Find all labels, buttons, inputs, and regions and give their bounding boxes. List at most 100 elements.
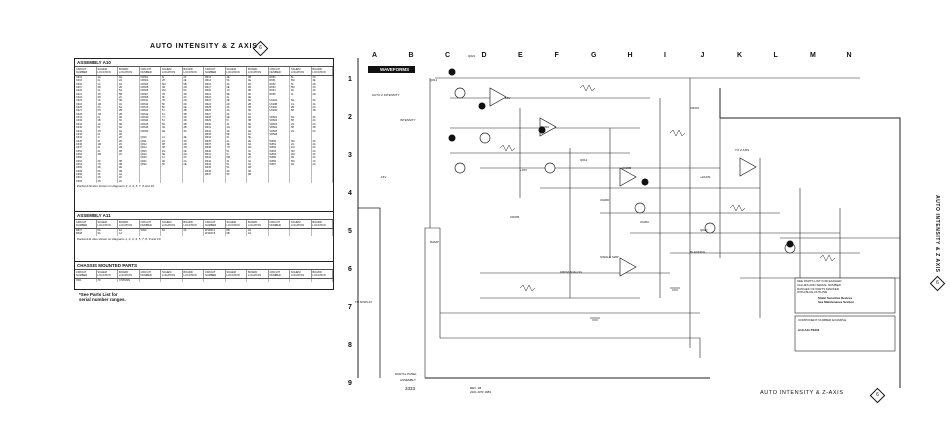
table-cell: R655 (269, 92, 276, 96)
table-cell: 2B (119, 109, 123, 113)
table-cell: R645 (205, 166, 211, 170)
grid-row-4: 4 (348, 190, 352, 197)
table-cell: R628 (205, 116, 211, 120)
table-cell: 2C (312, 162, 316, 166)
signal-label: DIGITAL PANEL (395, 372, 417, 376)
signal-label: SINGLE SWP (600, 255, 619, 259)
table-cell: 4A (248, 232, 252, 236)
table-cell: 3B (119, 162, 123, 166)
table-cell: R615 (205, 82, 211, 86)
table-column: 6A (161, 229, 183, 236)
table-cell: 2E (119, 166, 123, 170)
table-cell: 3J (226, 159, 230, 163)
table-cell: 3E (248, 96, 252, 100)
table-cell: 4M (97, 152, 101, 156)
table-cell: 1A (119, 229, 123, 232)
table-cell: R632 (205, 129, 211, 133)
table-cell: 5B (183, 82, 187, 86)
table-cell: 2A (119, 79, 123, 83)
signal-label: +5V (505, 96, 511, 100)
signal-label: CR605 (510, 215, 520, 219)
table-cell: 5L (291, 82, 294, 86)
table-cell: 5G (291, 99, 295, 103)
table-cell: 4E (162, 129, 166, 133)
grid-row-7: 7 (348, 304, 352, 311)
table-cell: 4K (291, 89, 295, 93)
table-cell: 2C (119, 96, 123, 100)
table-cell: 3J (97, 139, 101, 143)
table-column (312, 279, 333, 283)
table-cell: 2D (183, 152, 187, 156)
table-cell: 2C (312, 149, 316, 153)
table-cell: 3A (226, 82, 230, 86)
signal-label: CR607 (690, 106, 700, 110)
table-cell: 5M (291, 159, 295, 163)
column-header: SCHEM LOCATION (161, 270, 183, 278)
table-cell: 3H (162, 142, 166, 146)
grid-row-3: 3 (348, 152, 352, 159)
table-cell: 3B (248, 106, 252, 110)
table-cell: 2D (312, 92, 316, 96)
table-cell: C625 (76, 106, 82, 110)
table-cell: 4K (226, 129, 230, 133)
table-cell: 3A (312, 99, 316, 103)
page-number: 3333 (405, 386, 416, 391)
table-cell: R629 (205, 119, 211, 123)
table-cell: W1000 B (205, 232, 216, 236)
signal-label: RAMP (430, 240, 439, 244)
table-cell: 4A (312, 119, 316, 123)
table-cell: 4N (291, 162, 295, 166)
table-cell: 2G (291, 129, 295, 133)
table-cell: 2A (183, 159, 187, 163)
table-cell: 5J (97, 126, 101, 130)
table-cell: 2C (183, 156, 187, 160)
table-cell: 2C (312, 76, 316, 79)
table-cell: VR601 (269, 116, 278, 120)
table-cell: 3M (291, 149, 295, 153)
column-header: CIRCUIT NUMBER (204, 220, 226, 228)
table-cell: C622 (76, 96, 82, 100)
table-cell: 2D (119, 139, 123, 143)
table-cell: 3A (248, 162, 252, 166)
table-cell: 6K (97, 169, 101, 173)
table-cell: C623 (76, 99, 82, 103)
table-cell: C632 (76, 119, 82, 123)
table-cell: 4D (97, 166, 101, 170)
table-cell: U620B (269, 102, 278, 106)
table-cell: 3J (226, 122, 230, 126)
table-cell: 3D (312, 109, 316, 113)
table-column (204, 279, 226, 283)
footer-title: AUTO INTENSITY & Z-AXIS (760, 390, 844, 396)
table-cell: 4E (226, 76, 230, 79)
table-cell: 4B (119, 169, 123, 173)
table-cell: U620A (269, 99, 278, 103)
table-cell: 3C (183, 129, 187, 133)
grid-column-l: L (773, 52, 778, 59)
table-cell: 4A (119, 172, 123, 176)
table-cell: 5H (291, 126, 295, 130)
table-cell: C642 (76, 129, 82, 133)
table-cell: R642 (205, 156, 211, 160)
table-cell: R640 (205, 149, 211, 153)
table-cell: 3C (312, 156, 316, 160)
table-cell: CR611 (140, 99, 149, 103)
column-header: CIRCUIT NUMBER (140, 270, 161, 278)
table-cell: CR613 (140, 106, 149, 110)
column-header: CIRCUIT NUMBER (204, 270, 226, 278)
table-cell: 4B (248, 172, 252, 176)
table-cell: 3B (183, 109, 187, 113)
table-cell: 4N (291, 156, 295, 160)
table-cell: C631 (76, 116, 82, 120)
table-cell: 2G (291, 122, 295, 126)
table-column (140, 279, 161, 283)
table-cell: 4J (226, 136, 230, 140)
table-cell: 3K (226, 169, 230, 173)
table-cell: R625 (205, 106, 211, 110)
table-cell: R652 (269, 82, 276, 86)
table-cell: CR606 (140, 89, 149, 93)
